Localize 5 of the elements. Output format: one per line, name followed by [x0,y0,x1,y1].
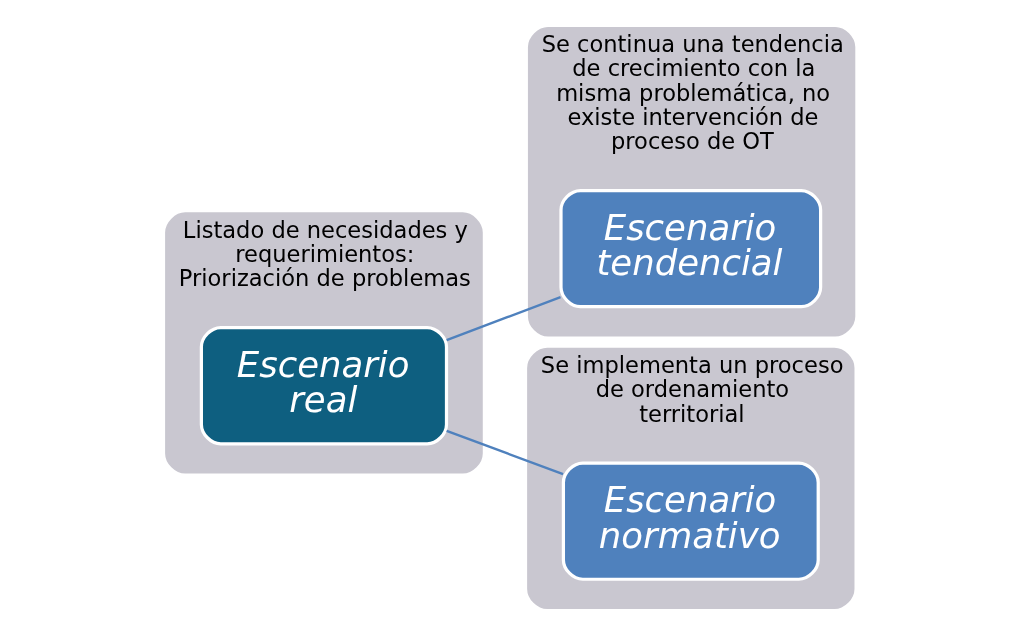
connector [445,296,561,342]
node-box: Escenario real [199,326,448,446]
connector [445,429,563,476]
node-box: Escenario normativo [561,461,820,581]
node-box: Escenario tendencial [558,189,822,309]
